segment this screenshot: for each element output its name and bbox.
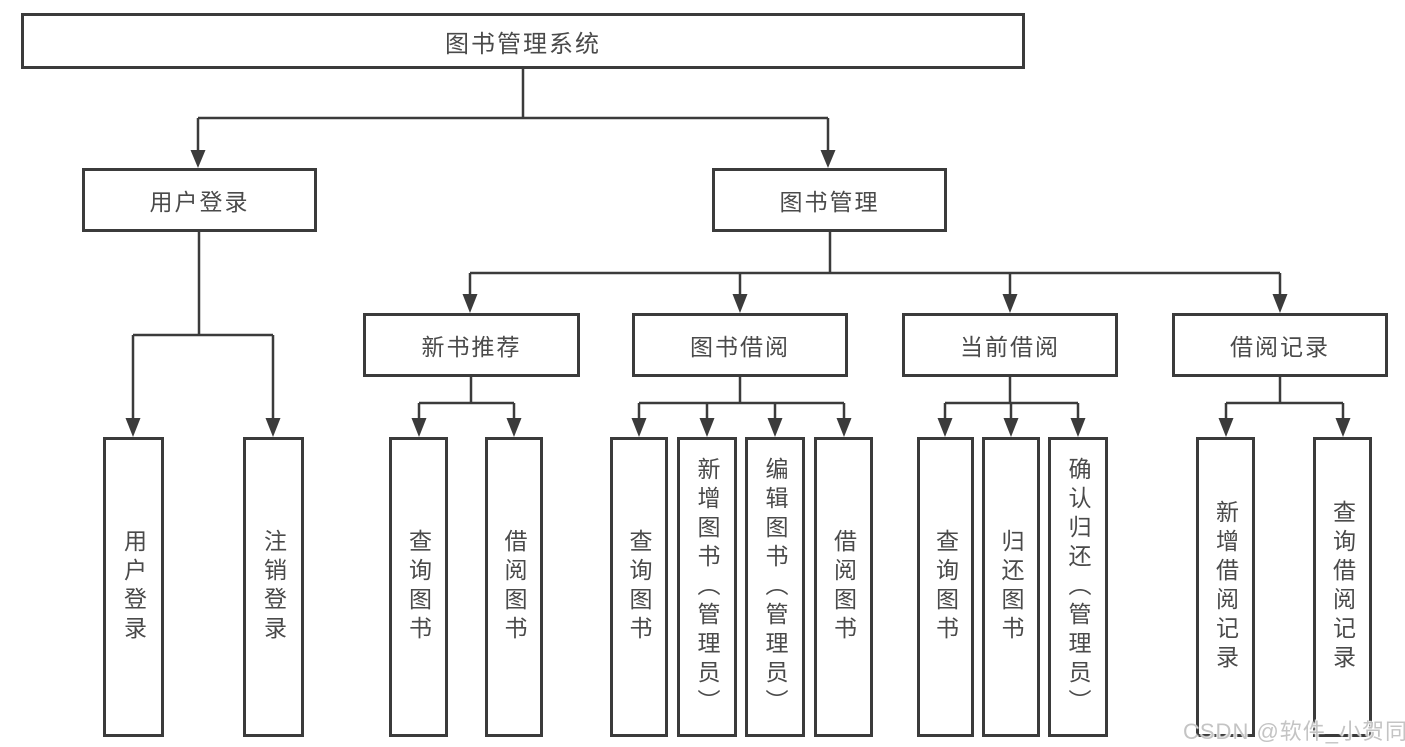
leaf-search-borrow-record: 查询借阅记录 xyxy=(1313,437,1372,737)
node-label: 确认归还（管理员） xyxy=(1065,456,1091,718)
connector-current-borrow xyxy=(943,377,1080,420)
arrowhead xyxy=(411,418,427,437)
arrowhead xyxy=(1218,418,1234,437)
leaf-add-book-admin: 新增图书（管理员） xyxy=(677,437,737,737)
connector-root xyxy=(196,68,830,152)
node-label: 借阅记录 xyxy=(1230,334,1330,360)
leaf-confirm-return-admin: 确认归还（管理员） xyxy=(1048,437,1108,737)
arrowhead xyxy=(125,418,141,437)
node-label: 新书推荐 xyxy=(421,334,522,360)
arrowhead xyxy=(1272,294,1288,313)
node-label: 图书管理系统 xyxy=(445,30,601,58)
arrowhead xyxy=(631,418,647,437)
arrowhead xyxy=(820,150,836,168)
arrowhead xyxy=(937,418,953,437)
node-label: 查询图书 xyxy=(932,529,959,645)
arrowhead xyxy=(836,418,852,437)
leaf-add-borrow-record: 新增借阅记录 xyxy=(1196,437,1255,737)
node-label: 用户登录 xyxy=(120,529,147,645)
arrowhead xyxy=(1003,418,1019,437)
leaf-search-books-recommend: 查询图书 xyxy=(389,437,448,737)
connector-borrow-records xyxy=(1224,377,1345,420)
node-label: 查询图书 xyxy=(626,529,652,645)
watermark-text: CSDN @软件_小贺同学 xyxy=(1183,719,1405,744)
node-label: 图书借阅 xyxy=(690,334,790,360)
node-label: 归还图书 xyxy=(998,529,1024,645)
node-current-borrow: 当前借阅 xyxy=(902,313,1118,377)
arrowhead xyxy=(1070,418,1086,437)
node-label: 查询借阅记录 xyxy=(1329,500,1356,674)
node-root: 图书管理系统 xyxy=(21,13,1025,69)
arrowhead xyxy=(190,150,206,168)
leaf-borrow-books: 借阅图书 xyxy=(814,437,873,737)
node-book-borrow: 图书借阅 xyxy=(632,313,848,377)
connector-new-book-recommend xyxy=(417,377,516,420)
leaf-search-books-current: 查询图书 xyxy=(917,437,974,737)
leaf-edit-book-admin: 编辑图书（管理员） xyxy=(745,437,805,737)
node-borrow-records: 借阅记录 xyxy=(1172,313,1388,377)
arrowhead xyxy=(699,418,715,437)
arrowhead xyxy=(1002,294,1018,313)
arrowhead xyxy=(767,418,783,437)
node-label: 查询图书 xyxy=(405,529,432,645)
node-label: 用户登录 xyxy=(149,189,250,215)
node-new-book-recommend: 新书推荐 xyxy=(363,313,580,377)
leaf-return-book: 归还图书 xyxy=(982,437,1040,737)
node-label: 借阅图书 xyxy=(501,529,527,645)
node-book-management: 图书管理 xyxy=(712,168,947,232)
node-label: 当前借阅 xyxy=(960,334,1060,360)
connector-user-login xyxy=(131,232,275,420)
connector-book-management xyxy=(468,232,1282,296)
connector-book-borrow xyxy=(637,377,846,420)
leaf-borrow-books-recommend: 借阅图书 xyxy=(485,437,543,737)
leaf-search-books-borrow: 查询图书 xyxy=(610,437,668,737)
arrowhead xyxy=(506,418,522,437)
node-label: 新增借阅记录 xyxy=(1212,500,1239,674)
leaf-user-login: 用户登录 xyxy=(103,437,164,737)
arrowhead xyxy=(265,418,281,437)
arrowhead xyxy=(732,294,748,313)
node-label: 借阅图书 xyxy=(830,529,857,645)
node-label: 新增图书（管理员） xyxy=(694,456,720,718)
leaf-logout: 注销登录 xyxy=(243,437,304,737)
node-user-login: 用户登录 xyxy=(82,168,317,232)
node-label: 注销登录 xyxy=(260,529,287,645)
node-label: 图书管理 xyxy=(779,189,880,215)
arrowhead xyxy=(462,294,478,313)
arrowhead xyxy=(1335,418,1351,437)
node-label: 编辑图书（管理员） xyxy=(762,456,788,718)
